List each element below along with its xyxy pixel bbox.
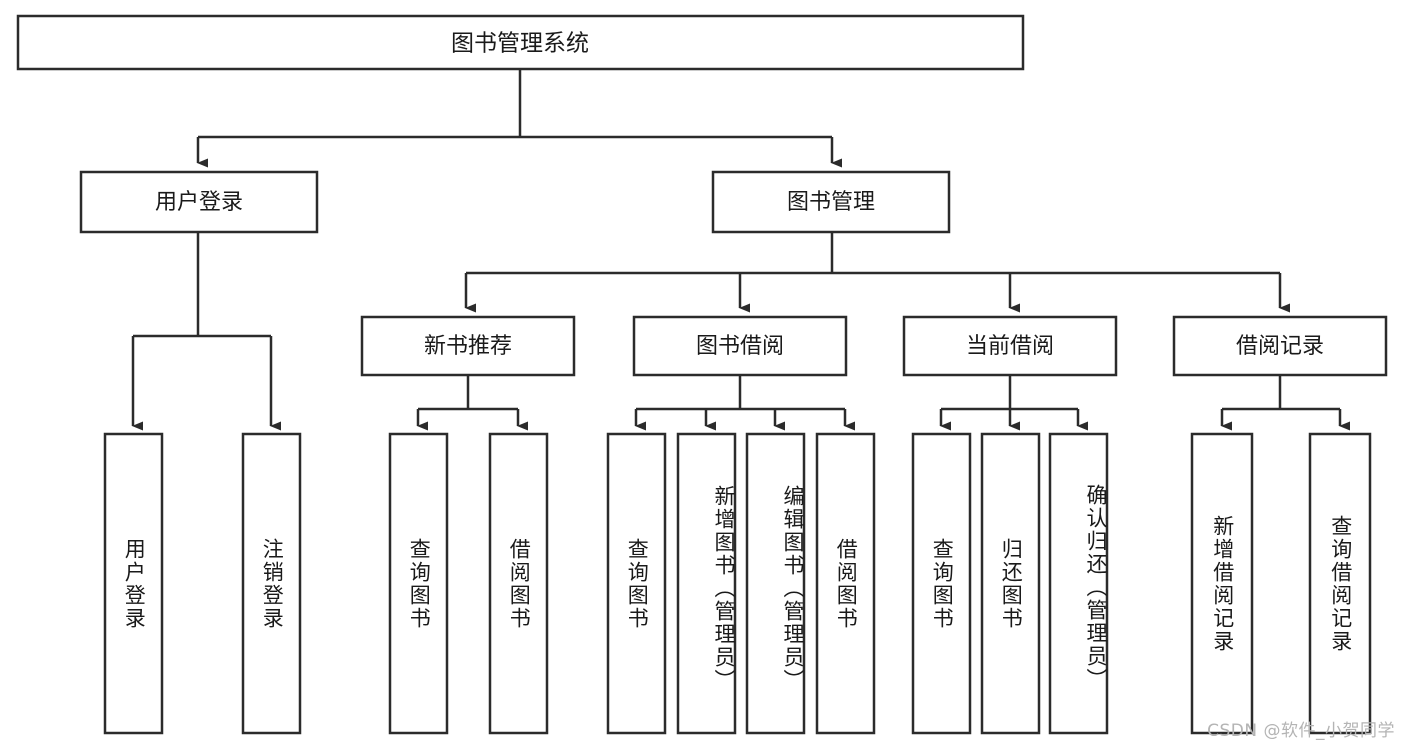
leaf-box-query-book-2[interactable] [606,432,667,735]
node-current-borrow-label: 当前借阅 [966,334,1054,359]
leaf-box-borrow-book-1[interactable] [488,432,549,735]
node-new-book-recommend-label: 新书推荐 [424,334,512,359]
connector-current-borrow-to-leaves [939,375,1088,431]
connector-root-to-level2 [196,69,842,168]
leaf-box-query-book-3[interactable] [911,432,972,735]
node-current-borrow[interactable]: 当前借阅 [902,315,1118,377]
leaf-box-confirm-return[interactable] [1048,432,1109,735]
connector-user-login-to-leaves [131,232,281,431]
node-root[interactable]: 图书管理系统 [16,14,1025,71]
leaf-box-add-borrow-record[interactable] [1190,432,1254,735]
leaf-box-query-book-1[interactable] [388,432,449,735]
node-user-login-label: 用户登录 [155,190,243,215]
node-borrow-record-label: 借阅记录 [1236,334,1324,359]
node-root-label: 图书管理系统 [451,31,589,57]
node-book-management[interactable]: 图书管理 [711,170,951,234]
node-book-borrow[interactable]: 图书借阅 [632,315,848,377]
leaf-box-borrow-book-2[interactable] [815,432,876,735]
connector-book-borrow-to-leaves [634,375,855,431]
node-new-book-recommend[interactable]: 新书推荐 [360,315,576,377]
leaf-box-edit-book[interactable] [745,432,806,735]
connector-book-management-to-level3 [464,232,1290,313]
node-book-management-label: 图书管理 [787,190,875,215]
connector-new-book-recommend-to-leaves [416,375,528,431]
connector-borrow-record-to-leaves [1220,375,1350,431]
node-book-borrow-label: 图书借阅 [696,334,784,359]
leaf-box-user-login[interactable] [103,432,164,735]
node-borrow-record[interactable]: 借阅记录 [1172,315,1388,377]
leaf-box-add-book[interactable] [676,432,737,735]
leaf-box-return-book[interactable] [980,432,1041,735]
leaf-box-logout-login[interactable] [241,432,302,735]
watermark-text: CSDN @软件_小贺同学 [1207,721,1395,741]
leaf-box-query-borrow-record[interactable] [1308,432,1372,735]
node-user-login[interactable]: 用户登录 [79,170,319,234]
